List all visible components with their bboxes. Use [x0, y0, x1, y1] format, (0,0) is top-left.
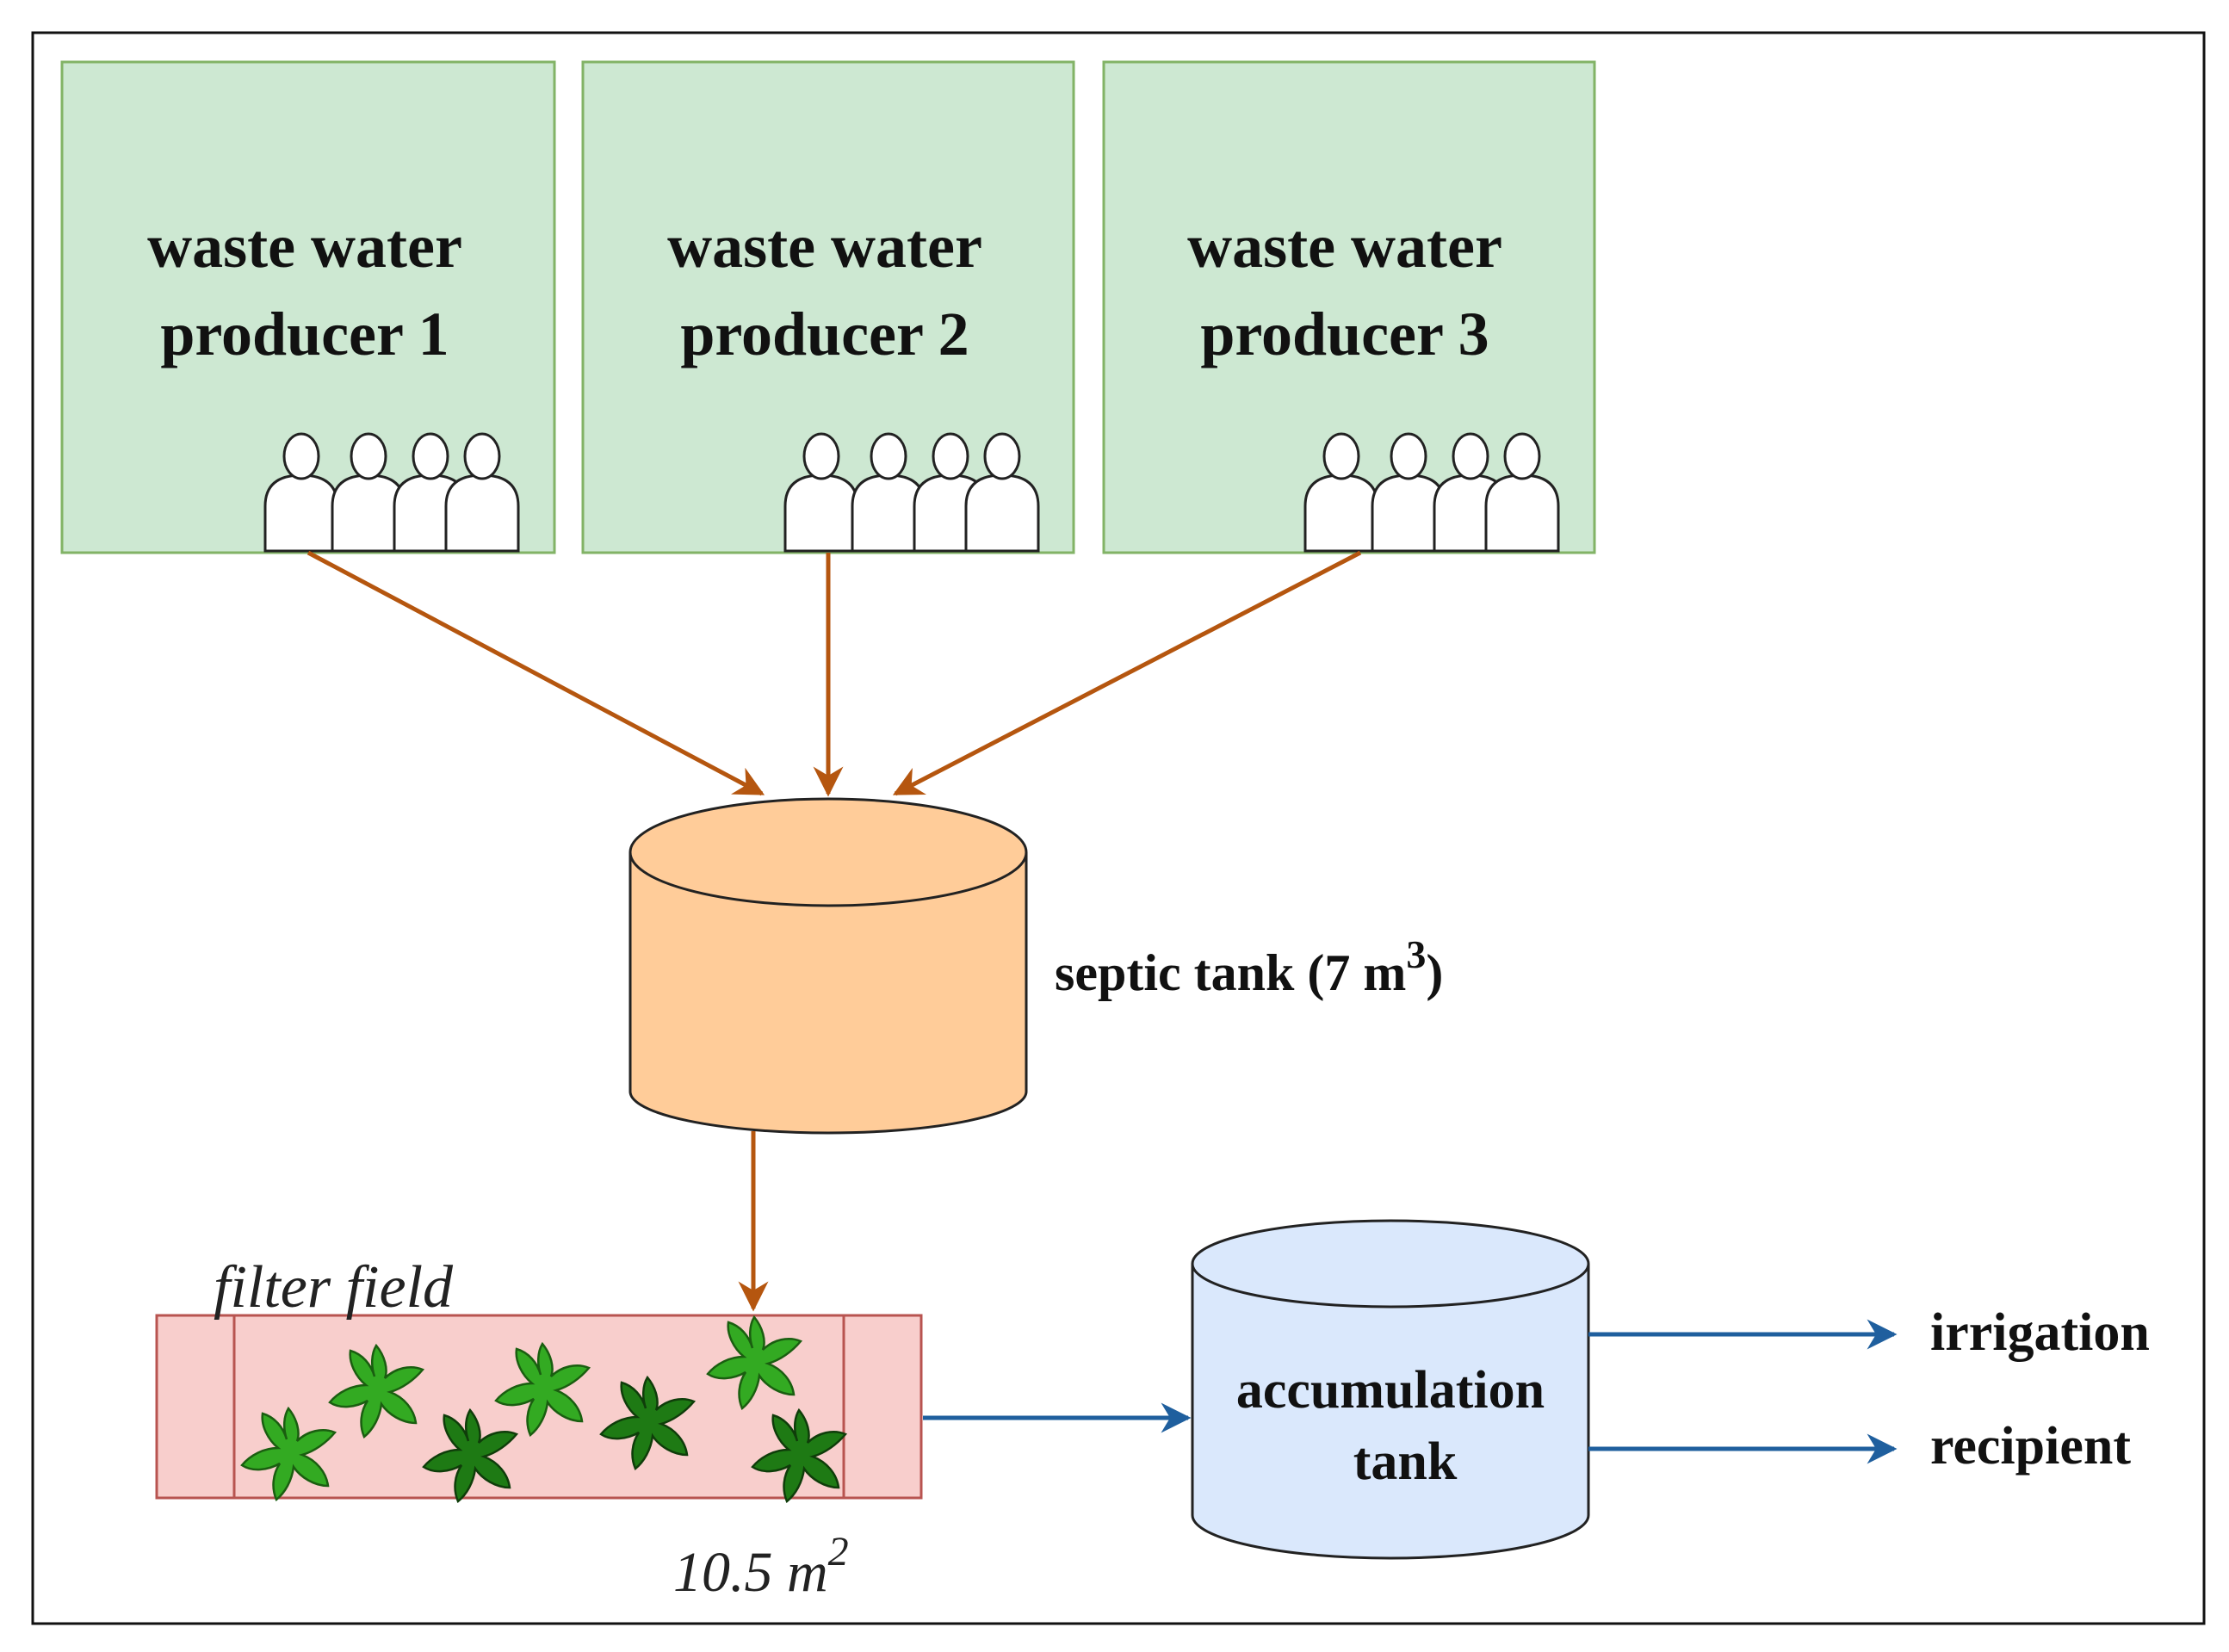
accumulation-tank: accumulation tank: [1191, 1219, 1590, 1560]
septic-tank-label: septic tank (7 m3): [1055, 932, 1443, 1001]
accumulation-tank-label-line2: tank: [1353, 1432, 1458, 1491]
accumulation-tank-top: [1191, 1219, 1590, 1309]
producer-1-title-line2: producer 1: [160, 300, 449, 368]
output-recipient-label: recipient: [1930, 1417, 2131, 1476]
filter-field-area-label: 10.5 m2: [673, 1529, 849, 1604]
accumulation-tank-label-line1: accumulation: [1236, 1361, 1545, 1420]
producer-2-title-line1: waste water: [667, 212, 982, 281]
producer-box-2: waste water producer 2: [581, 60, 1075, 554]
septic-tank-body: [628, 852, 1028, 1135]
producer-3-title-line2: producer 3: [1200, 300, 1489, 368]
outer-frame: [31, 31, 2206, 1625]
producer-2-title-line2: producer 2: [680, 300, 969, 368]
accumulation-tank-body: [1191, 1264, 1590, 1560]
output-irrigation-label: irrigation: [1930, 1303, 2150, 1362]
filter-field-title: filter field: [214, 1254, 454, 1321]
septic-tank-top: [628, 797, 1028, 907]
septic-tank: [628, 797, 1028, 1135]
producer-box-1: waste water producer 1: [60, 60, 556, 554]
producer-1-title-line1: waste water: [147, 212, 462, 281]
producer-box-3: waste water producer 3: [1102, 60, 1596, 554]
flow-arrow-producer-3-to-septic: [892, 550, 1362, 796]
flow-arrow-producer-1-to-septic: [306, 550, 765, 796]
producer-3-title-line1: waste water: [1187, 212, 1502, 281]
filter-field: [155, 1314, 923, 1503]
